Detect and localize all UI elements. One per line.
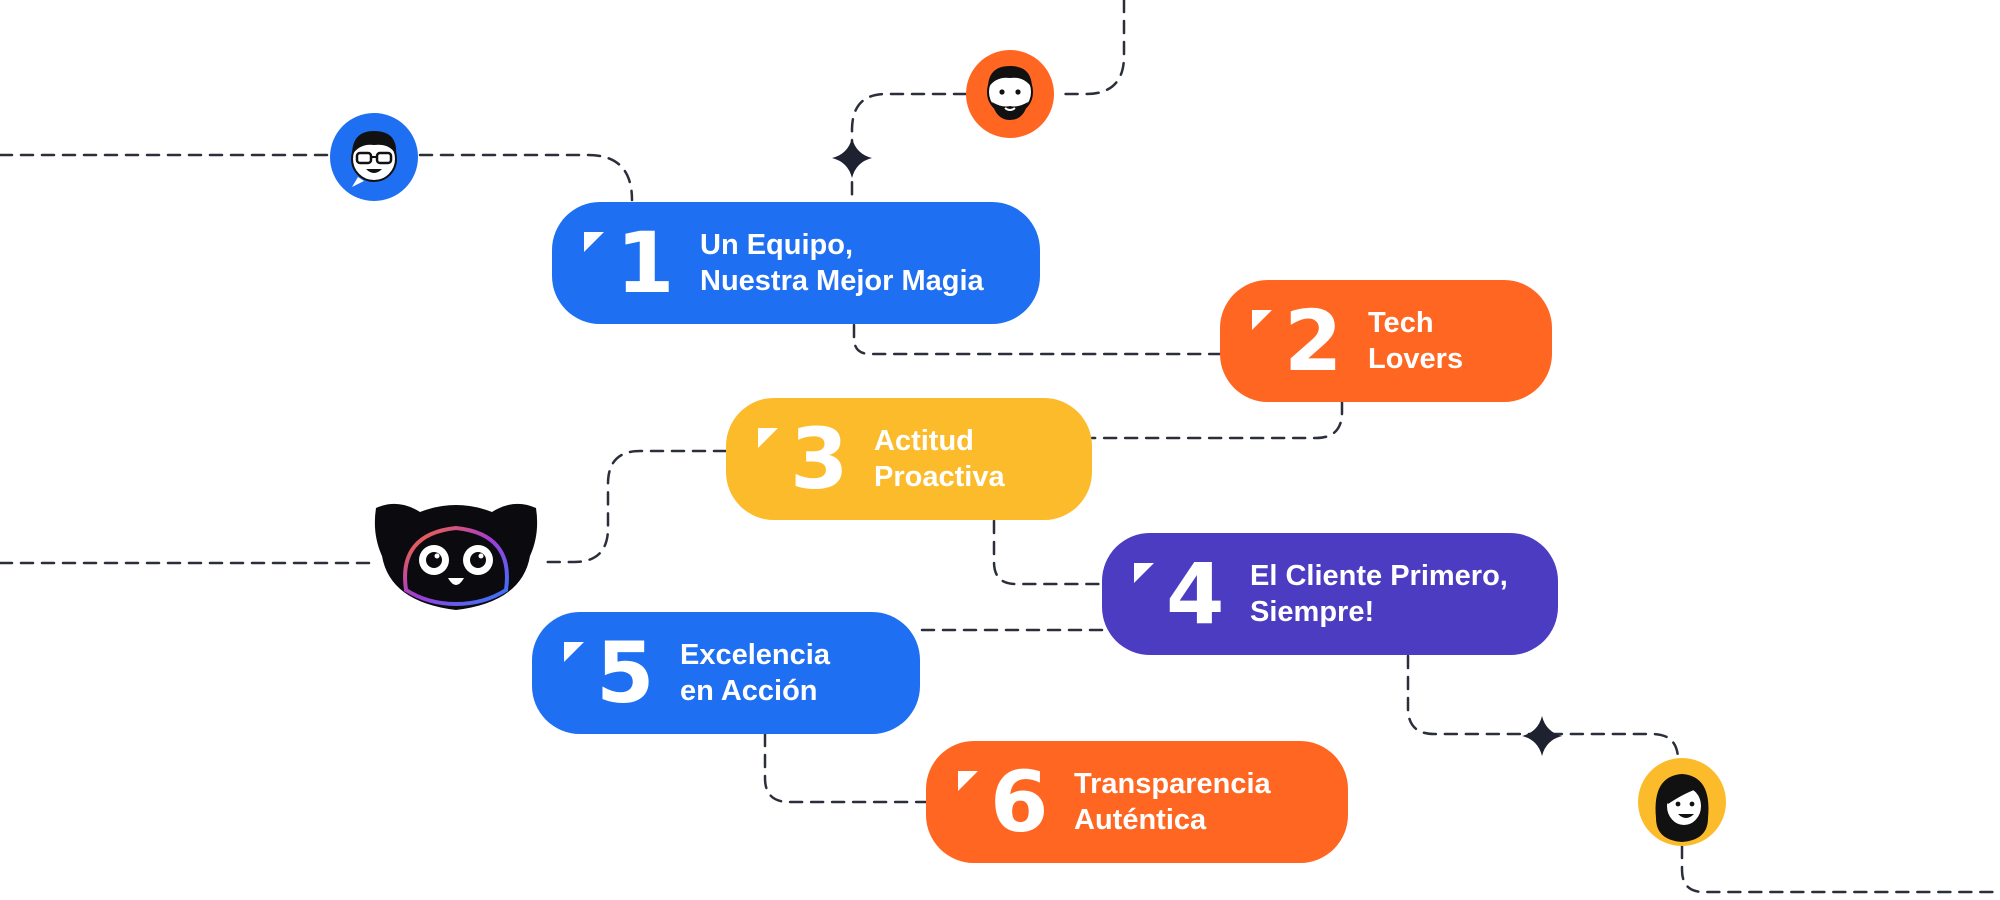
connector-line bbox=[1090, 400, 1344, 440]
connector-line bbox=[850, 92, 968, 202]
value-number: 1 bbox=[616, 214, 675, 312]
four-point-star-icon bbox=[1522, 716, 1562, 756]
value-number: 3 bbox=[790, 410, 849, 508]
value-title-line1: Un Equipo, bbox=[700, 229, 854, 261]
value-number: 2 bbox=[1284, 292, 1343, 390]
value-number: 5 bbox=[596, 624, 655, 722]
value-card-4: 4 El Cliente Primero, Siempre! bbox=[1102, 533, 1558, 655]
connector-line bbox=[992, 519, 1104, 586]
corner-tick-icon bbox=[564, 642, 584, 662]
value-title: Excelencia en Acción bbox=[680, 637, 830, 709]
connector-line bbox=[418, 153, 634, 202]
value-title: Tech Lovers bbox=[1368, 305, 1463, 377]
value-title: Actitud Proactiva bbox=[874, 423, 1005, 495]
cat-mascot bbox=[368, 494, 544, 614]
value-title-line1: El Cliente Primero, bbox=[1250, 560, 1508, 592]
value-title-line2: Auténtica bbox=[1074, 804, 1207, 836]
value-card-2: 2 Tech Lovers bbox=[1220, 280, 1552, 402]
value-title-line2: Proactiva bbox=[874, 461, 1005, 493]
value-title-line2: Lovers bbox=[1368, 343, 1464, 375]
value-title: Transparencia Auténtica bbox=[1074, 766, 1271, 838]
value-title-line1: Actitud bbox=[874, 425, 974, 457]
connector-line bbox=[763, 732, 928, 804]
connector-line bbox=[1406, 654, 1680, 762]
value-title: El Cliente Primero, Siempre! bbox=[1250, 558, 1508, 630]
woman-avatar bbox=[1638, 758, 1726, 846]
connector-line bbox=[538, 449, 728, 564]
value-title-line1: Tech bbox=[1368, 307, 1434, 339]
connector-line bbox=[1056, 0, 1126, 96]
value-number: 4 bbox=[1166, 545, 1225, 643]
bearded-man-avatar bbox=[966, 50, 1054, 138]
corner-tick-icon bbox=[584, 232, 604, 252]
man-with-glasses-avatar bbox=[330, 113, 418, 201]
value-card-6: 6 Transparencia Auténtica bbox=[926, 741, 1348, 863]
corner-tick-icon bbox=[1134, 563, 1154, 583]
corner-tick-icon bbox=[958, 771, 978, 791]
value-number: 6 bbox=[990, 753, 1049, 851]
value-card-1: 1 Un Equipo, Nuestra Mejor Magia bbox=[552, 202, 1040, 324]
value-card-3: 3 Actitud Proactiva bbox=[726, 398, 1092, 520]
corner-tick-icon bbox=[758, 428, 778, 448]
value-title-line2: Siempre! bbox=[1250, 596, 1375, 628]
four-point-star-icon bbox=[832, 138, 872, 178]
value-title: Un Equipo, Nuestra Mejor Magia bbox=[700, 227, 984, 299]
connector-line bbox=[852, 323, 1222, 356]
corner-tick-icon bbox=[1252, 310, 1272, 330]
value-title-line1: Excelencia bbox=[680, 639, 830, 671]
value-title-line1: Transparencia bbox=[1074, 768, 1271, 800]
value-title-line2: Nuestra Mejor Magia bbox=[700, 265, 984, 297]
connector-line bbox=[1680, 844, 2000, 894]
value-card-5: 5 Excelencia en Acción bbox=[532, 612, 920, 734]
value-title-line2: en Acción bbox=[680, 675, 818, 707]
